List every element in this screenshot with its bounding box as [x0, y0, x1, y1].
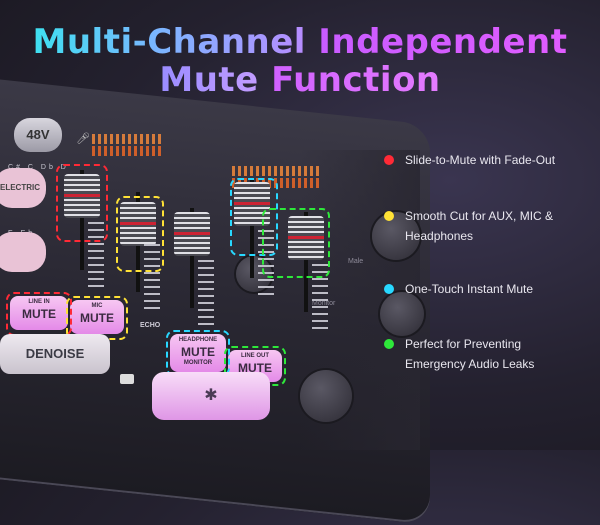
highlight-fader-line-out — [262, 208, 330, 278]
knob-right-bottom[interactable] — [300, 370, 352, 422]
highlight-line-in-mute — [6, 292, 72, 336]
highlight-fader-mic — [116, 196, 164, 272]
male-label: Male — [348, 258, 364, 265]
fader-mic[interactable] — [116, 192, 160, 314]
fader-cap[interactable] — [120, 202, 156, 246]
fader-cap[interactable] — [174, 212, 210, 256]
effect-button[interactable] — [0, 232, 46, 272]
highlight-fader-headphone — [230, 178, 278, 256]
mic-label: MIC — [91, 303, 103, 309]
key-labels-top: C# C Db D — [8, 164, 69, 171]
line-in-mute-button[interactable]: LINE IN MUTE — [10, 296, 68, 330]
legend-dot-cyan — [384, 284, 394, 294]
title-mute: Mute — [159, 60, 259, 100]
fader-aux[interactable] — [170, 208, 214, 330]
highlight-fader-line-in — [56, 164, 108, 242]
highlight-headphone-mute — [166, 330, 230, 376]
mic-mute-button[interactable]: MIC MUTE — [70, 300, 124, 334]
fader-track — [304, 212, 308, 312]
line-in-label: LINE IN — [28, 299, 50, 305]
mute-label: MUTE — [238, 361, 272, 375]
fader-line-out[interactable] — [284, 212, 328, 334]
legend-text-yellow: Smooth Cut for AUX, MIC & Headphones — [405, 209, 554, 243]
bluetooth-icon: ✱ — [204, 387, 218, 404]
bluetooth-button[interactable]: ✱ — [152, 372, 270, 420]
microphone-icon: 🎤︎ — [76, 133, 90, 145]
headphone-label: HEADPHONE — [178, 337, 218, 343]
monitor-label: MONITOR — [183, 360, 213, 366]
level-meter-1 — [92, 134, 162, 144]
fader-cap[interactable] — [234, 182, 270, 226]
legend-dot-green — [384, 339, 394, 349]
title-function: Function — [271, 60, 441, 100]
fader-track — [250, 178, 254, 278]
knob-right-middle[interactable] — [380, 292, 424, 336]
fader-cap[interactable] — [64, 174, 100, 218]
echo-label: ECHO — [140, 322, 161, 329]
mute-label: MUTE — [181, 345, 215, 359]
phantom-power-button[interactable]: 48V — [14, 118, 62, 152]
legend-dot-yellow — [384, 211, 394, 221]
mute-label: MUTE — [22, 307, 56, 321]
legend-text-green: Perfect for Preventing Emergency Audio L… — [405, 337, 535, 371]
title-multi-channel: Multi-Channel — [32, 22, 306, 62]
electric-button[interactable]: ELECTRIC — [0, 168, 46, 208]
fader-ticks — [198, 260, 214, 330]
knob-right-top[interactable] — [372, 212, 420, 260]
echo-toggle[interactable] — [120, 374, 134, 384]
page-title-line-2: Mute Function — [0, 60, 600, 100]
legend-dot-red — [384, 155, 394, 165]
headphone-mute-button[interactable]: HEADPHONE MUTE MONITOR — [170, 334, 226, 372]
page-title-line-1: Multi-Channel Independent — [0, 22, 600, 62]
title-independent: Independent — [318, 22, 568, 62]
fader-track — [80, 170, 84, 270]
mute-label: MUTE — [80, 311, 114, 325]
fader-ticks — [312, 264, 328, 334]
fader-ticks — [144, 244, 160, 314]
level-meter-2 — [92, 146, 162, 156]
fader-line-in[interactable] — [60, 170, 104, 292]
level-meter-3 — [232, 166, 322, 176]
legend-text-cyan: One-Touch Instant Mute — [405, 282, 534, 296]
line-out-label: LINE OUT — [241, 353, 269, 359]
denoise-button[interactable]: DENOISE — [0, 334, 110, 374]
legend-text-red: Slide-to-Mute with Fade-Out — [405, 153, 556, 167]
fader-cap[interactable] — [288, 216, 324, 260]
fader-track — [190, 208, 194, 308]
